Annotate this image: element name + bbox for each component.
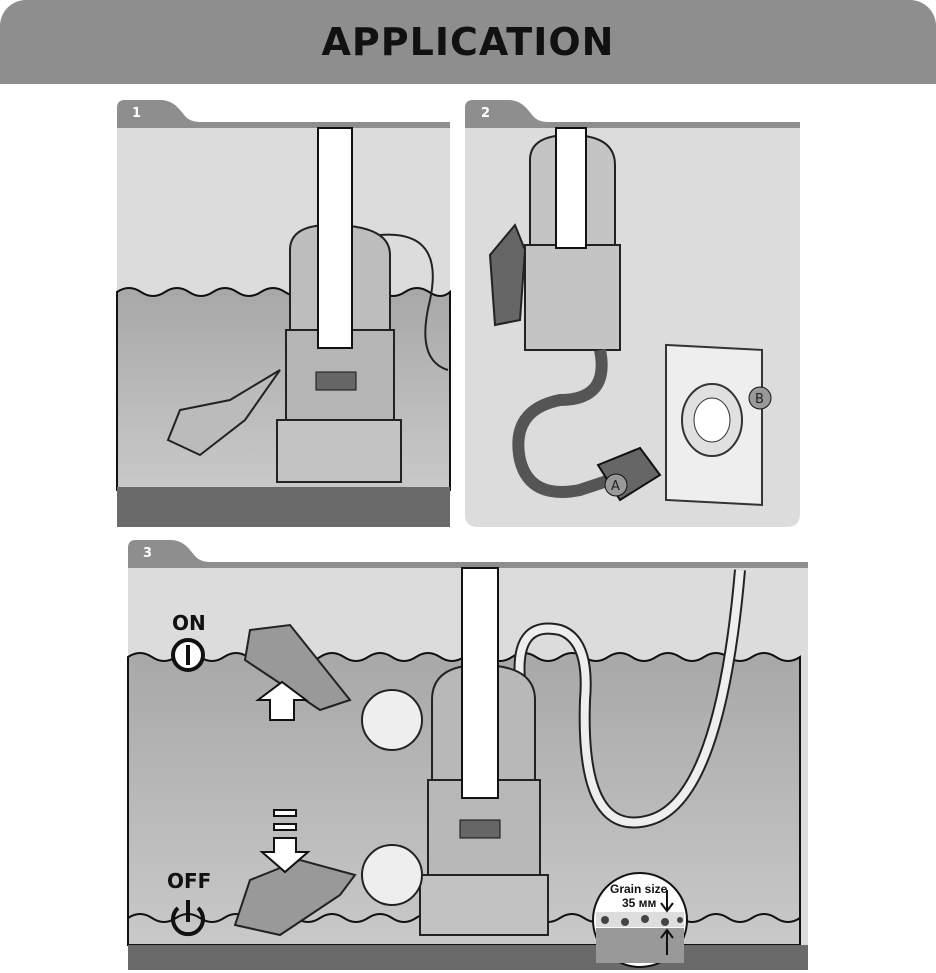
power-plug: A <box>596 446 662 502</box>
power-off-icon <box>171 900 205 937</box>
floor <box>117 487 450 527</box>
switch-detail-off <box>361 844 423 906</box>
grain-size-label: Grain size <box>610 882 668 896</box>
arrow-up-icon <box>255 680 309 721</box>
discharge-hose <box>317 127 353 349</box>
grain-size-detail: Grain size 35 мм <box>592 872 688 968</box>
plug-label-a: A <box>611 479 620 494</box>
floor <box>128 945 808 970</box>
hose-connector <box>459 819 501 839</box>
wall-socket: B <box>665 343 772 506</box>
arrow-down-icon <box>259 809 311 874</box>
page-title: APPLICATION <box>321 20 615 64</box>
power-cable <box>512 348 612 498</box>
on-label: ON <box>172 611 206 635</box>
float-switch-up <box>243 623 352 712</box>
step-number-3: 3 <box>143 546 152 561</box>
discharge-hose <box>555 127 587 249</box>
panel-3: 3 ON OFF <box>127 540 808 970</box>
grain-size-value: 35 мм <box>622 896 657 910</box>
power-on-icon <box>171 638 205 672</box>
step-number-2: 2 <box>481 106 490 121</box>
off-label: OFF <box>167 869 211 893</box>
socket-label-b: B <box>755 392 764 407</box>
panel-1: 1 <box>116 100 451 527</box>
power-cable <box>515 569 744 827</box>
hose-connector <box>315 371 357 391</box>
panel-2: 2 A B <box>465 100 800 527</box>
header-bar <box>0 0 936 84</box>
float-switch <box>166 369 281 457</box>
switch-detail-on <box>361 689 423 751</box>
step-number-1: 1 <box>132 106 141 121</box>
discharge-hose <box>461 567 499 799</box>
